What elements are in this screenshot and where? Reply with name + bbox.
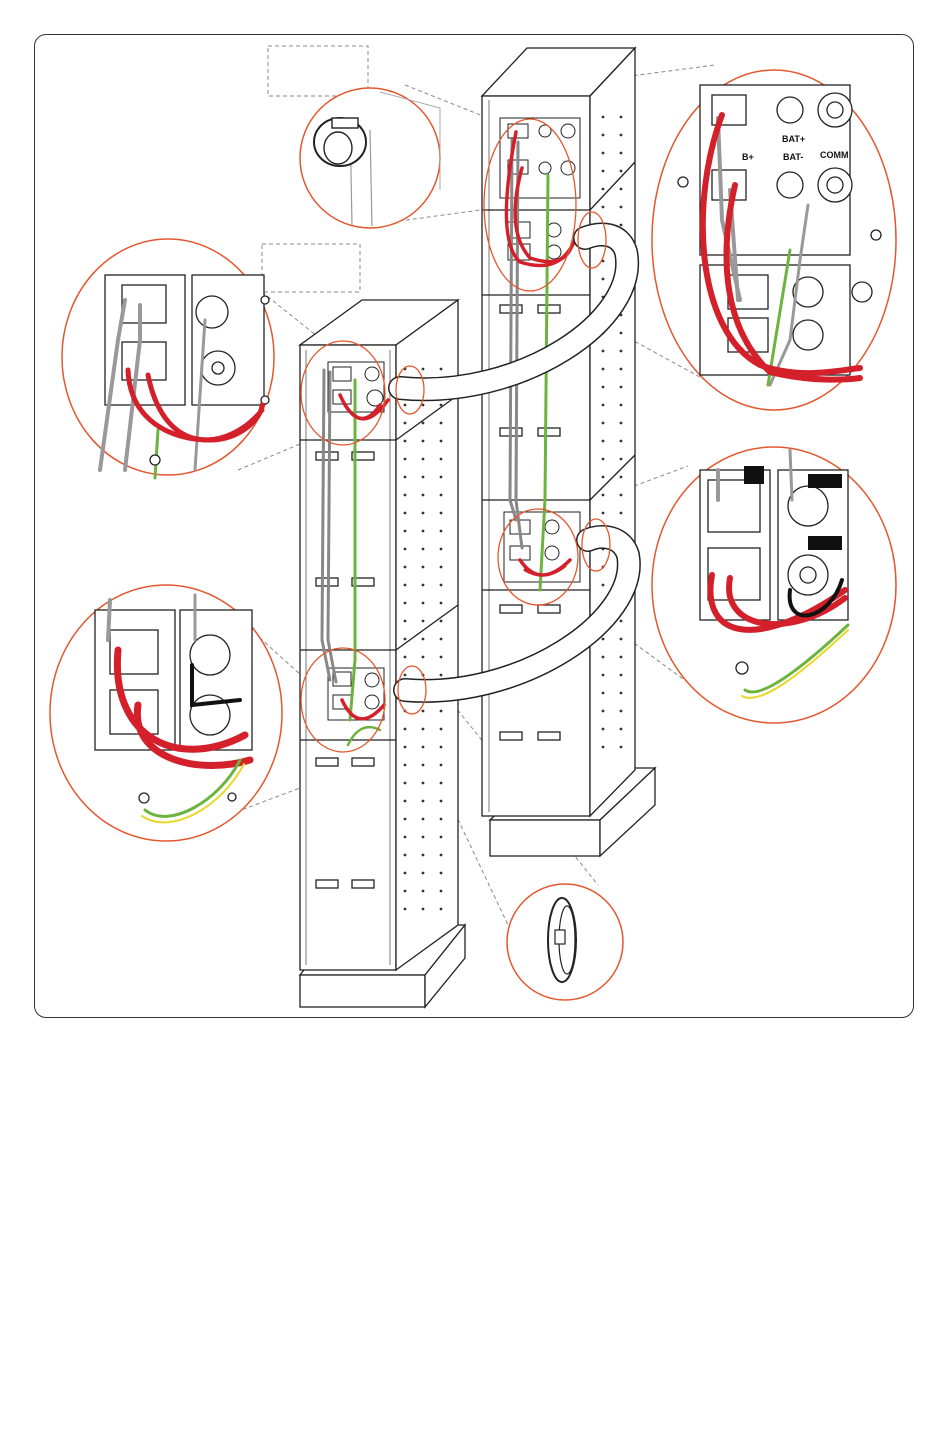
detail-tube-clamp-bottom [507,884,623,1000]
detail-tube-clamp-top [300,88,440,228]
comm-label: COMM [820,150,849,160]
detail-right-middle-connectors [652,447,896,723]
bat-plus-label: BAT+ [782,134,805,144]
b-plus-label: B+ [742,152,754,162]
detail-left-bottom-connectors [50,585,282,841]
detail-left-top-connectors [62,239,274,478]
bat-minus-label: BAT- [783,152,803,162]
detail-top-right-connectors: BAT+ B+ BAT- COMM [652,70,896,410]
